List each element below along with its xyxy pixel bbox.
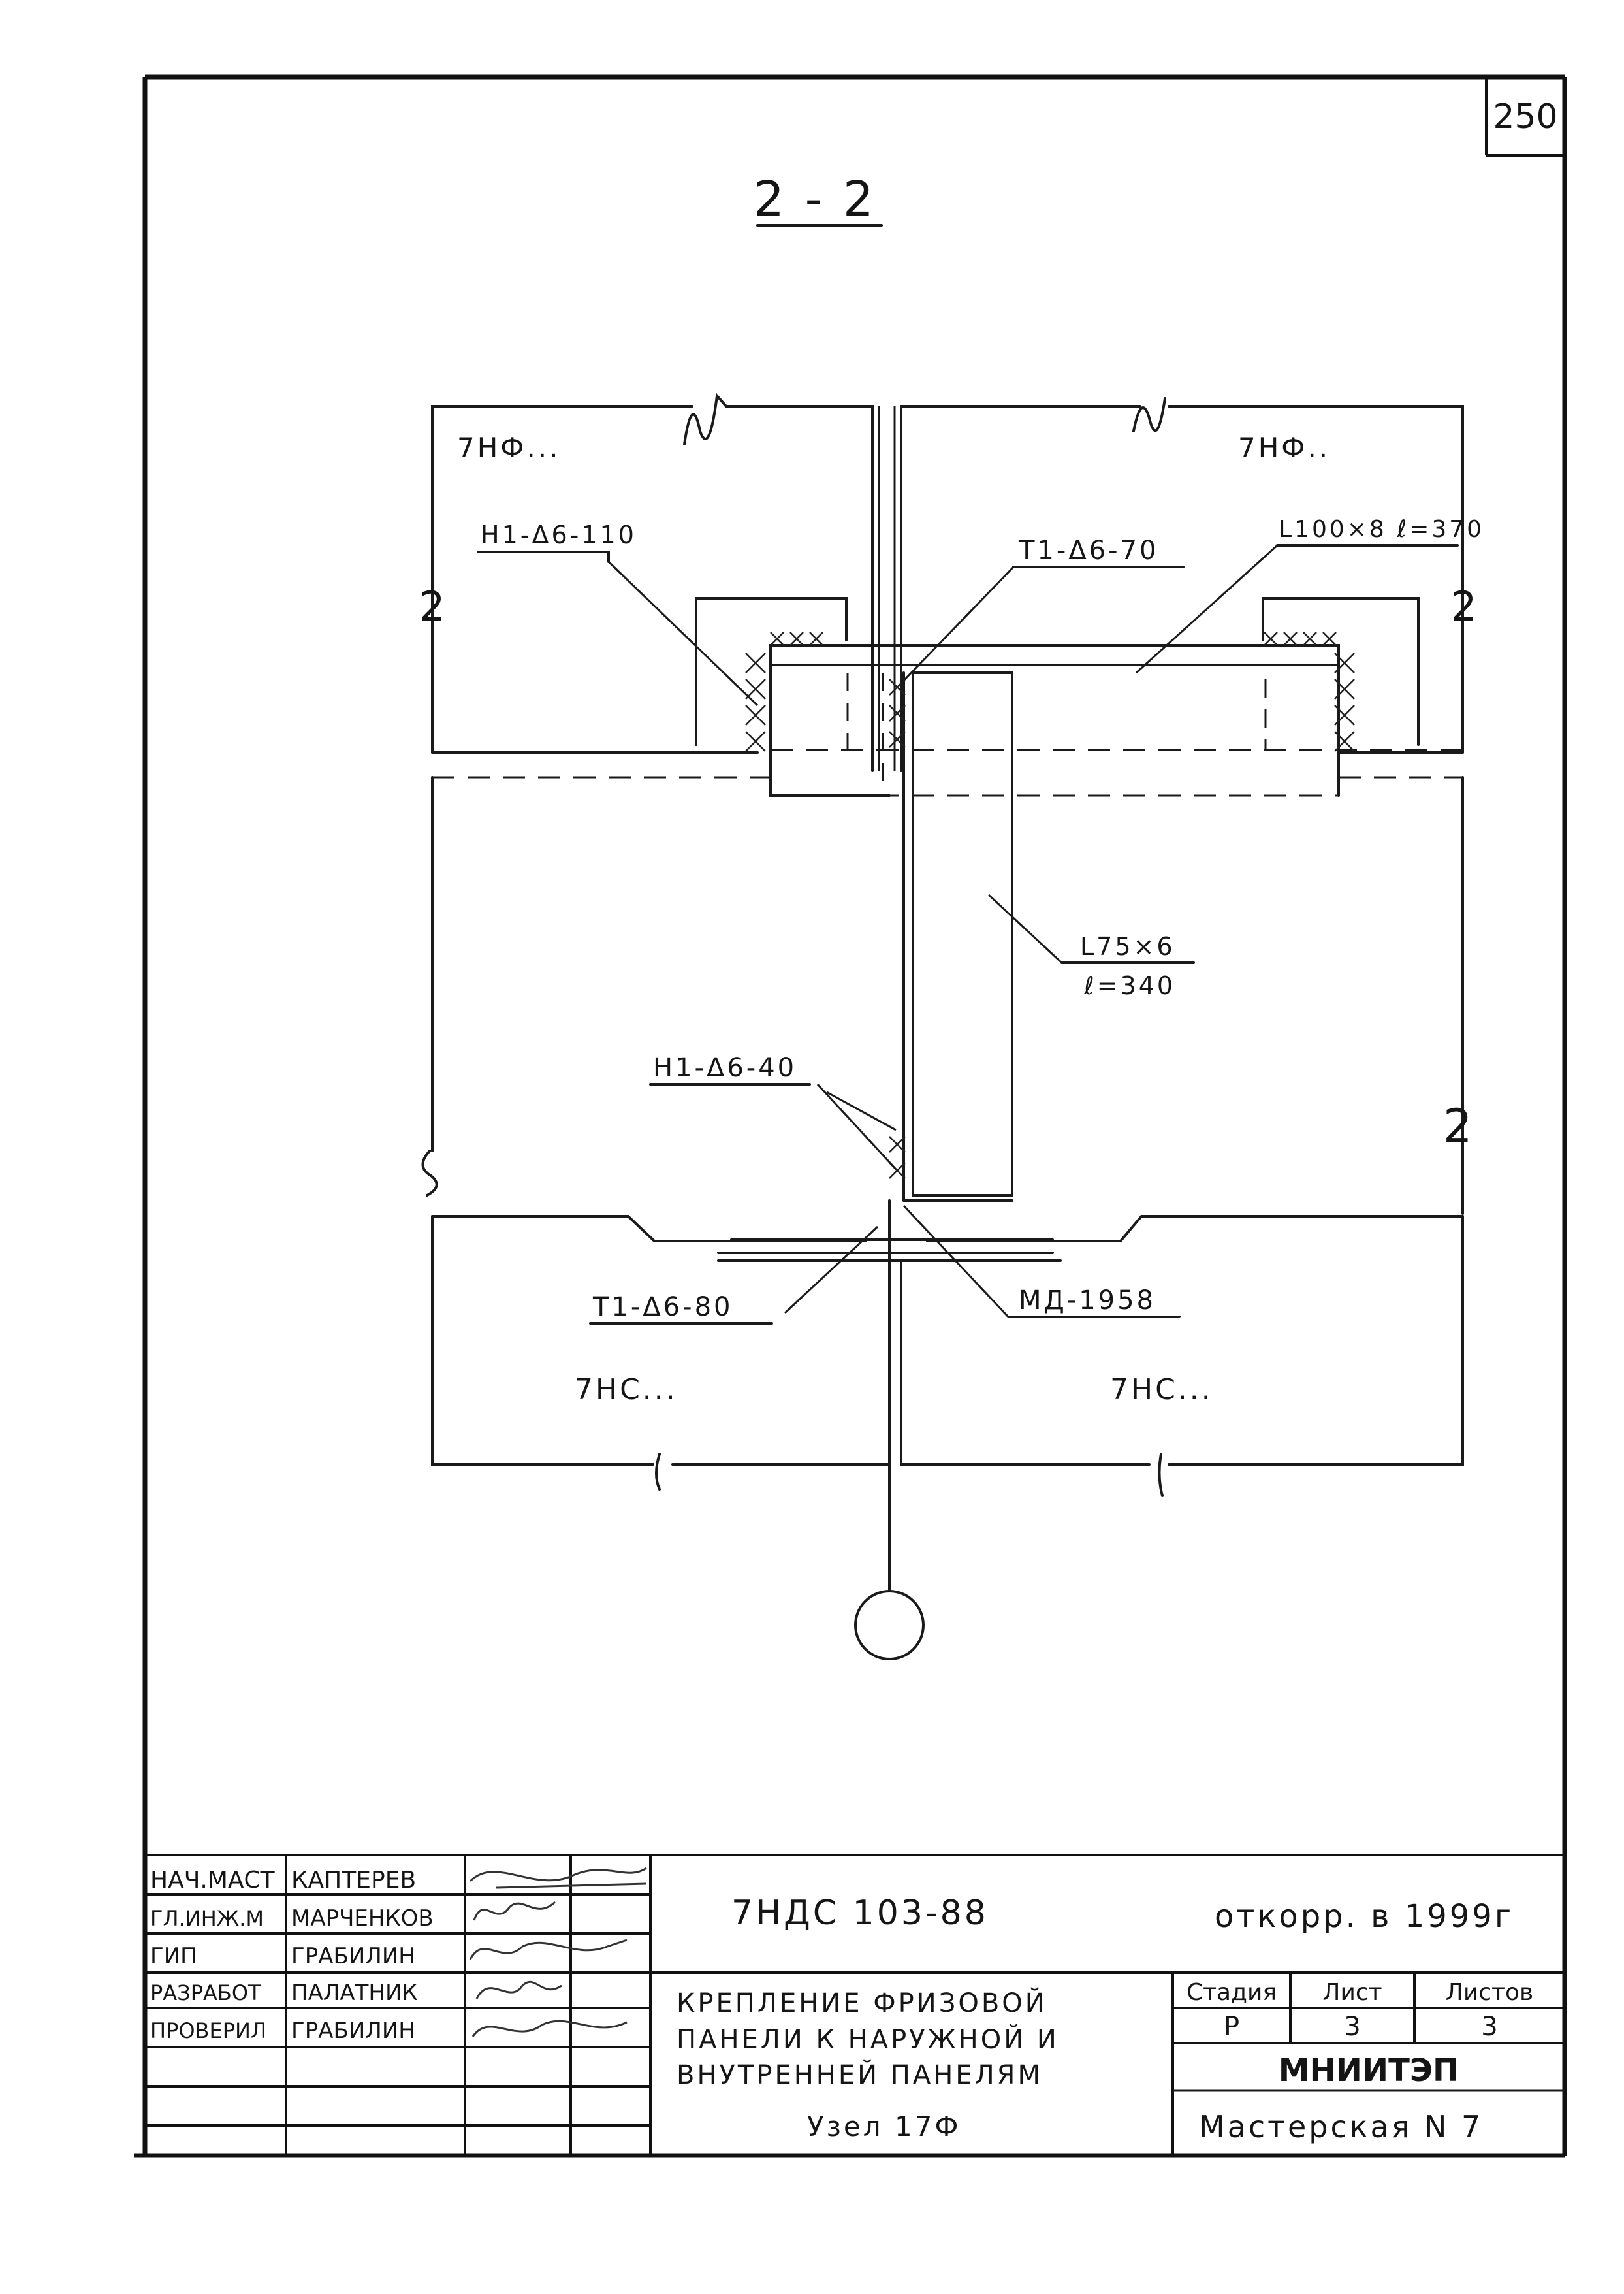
recess-blocks bbox=[695, 597, 1420, 746]
correction-note: откорр. в 1999г bbox=[1215, 1898, 1514, 1935]
label-weld-mid: Н1-Δ6-40 bbox=[653, 1053, 797, 1083]
drawing-title-line-1: КРЕПЛЕНИЕ ФРИЗОВОЙ bbox=[677, 1987, 1047, 2018]
sheet-header: Лист bbox=[1322, 1979, 1382, 2006]
title-block-roles: НАЧ.МАСТ ГЛ.ИНЖ.М ГИП РАЗРАБОТ ПРОВЕРИЛ bbox=[150, 1867, 276, 2043]
signature-2 bbox=[473, 1901, 556, 1921]
label-weld-bottom: Т1-Δ6-80 bbox=[592, 1292, 733, 1322]
drawing-title-line-2: ПАНЕЛИ К НАРУЖНОЙ И bbox=[677, 2024, 1059, 2055]
sheets-value: 3 bbox=[1481, 2012, 1497, 2042]
label-weld-top-left: Н1-Δ6-110 bbox=[481, 521, 637, 549]
sheet-value: 3 bbox=[1344, 2012, 1360, 2042]
lower-panels bbox=[421, 776, 1464, 1660]
role-3: ГИП bbox=[150, 1943, 197, 1969]
weld-hatching bbox=[745, 632, 1355, 1179]
cut-mark-mid-right: 2 bbox=[1443, 1099, 1475, 1153]
steel-angle-vertical bbox=[882, 671, 1013, 1202]
label-panel-bottom-left: 7НС... bbox=[575, 1373, 678, 1406]
node-label: Узел 17Ф bbox=[807, 2110, 961, 2142]
label-panel-top-left: 7НФ... bbox=[457, 432, 561, 464]
name-3: ГРАБИЛИН bbox=[291, 1943, 415, 1969]
role-4: РАЗРАБОТ bbox=[150, 1980, 261, 2005]
workshop: Мастерская N 7 bbox=[1199, 2109, 1483, 2144]
cut-mark-top-left: 2 bbox=[419, 583, 447, 630]
organization: МНИИТЭП bbox=[1279, 2052, 1459, 2089]
section-title-text: 2 - 2 bbox=[754, 171, 876, 227]
role-1: НАЧ.МАСТ bbox=[150, 1867, 276, 1894]
signature-5 bbox=[471, 2020, 628, 2037]
label-angle-vertical-a: L75×6 bbox=[1080, 932, 1175, 961]
sheets-header: Листов bbox=[1446, 1979, 1533, 2006]
title-block bbox=[145, 1854, 1565, 2156]
title-block-content: 7НДС 103-88 откорр. в 1999г КРЕПЛЕНИЕ ФР… bbox=[677, 1894, 1533, 2144]
label-panel-bottom-right: 7НС... bbox=[1110, 1373, 1213, 1406]
leader-lines bbox=[477, 544, 1459, 1325]
steel-angle-horizontal bbox=[432, 644, 1463, 797]
name-4: ПАЛАТНИК bbox=[291, 1980, 418, 2006]
name-2: МАРЧЕНКОВ bbox=[291, 1905, 434, 1931]
sheet-number-box: 250 bbox=[1485, 77, 1565, 157]
name-5: ГРАБИЛИН bbox=[291, 2018, 415, 2044]
role-5: ПРОВЕРИЛ bbox=[150, 2018, 266, 2043]
role-2: ГЛ.ИНЖ.М bbox=[150, 1906, 264, 1931]
title-block-names: КАПТЕРЕВ МАРЧЕНКОВ ГРАБИЛИН ПАЛАТНИК ГРА… bbox=[291, 1867, 434, 2044]
drawing-title-line-3: ВНУТРЕННЕЙ ПАНЕЛЯМ bbox=[677, 2059, 1043, 2090]
stage-value: Р bbox=[1224, 2012, 1239, 2042]
signature-1 bbox=[469, 1867, 647, 1889]
title-block-signatures bbox=[469, 1867, 647, 2037]
sheet-frame bbox=[134, 74, 1567, 2158]
drawing-labels: 7НФ... 7НФ.. Н1-Δ6-110 Т1-Δ6-70 L100×8 ℓ… bbox=[457, 432, 1484, 1406]
label-angle-top: L100×8 ℓ=370 bbox=[1279, 516, 1484, 543]
document-code: 7НДС 103-88 bbox=[731, 1894, 989, 1933]
label-angle-vertical-b: ℓ=340 bbox=[1083, 971, 1175, 1000]
upper-panels bbox=[431, 393, 1464, 772]
cut-mark-top-right: 2 bbox=[1451, 583, 1479, 630]
label-sealant: МД-1958 bbox=[1019, 1285, 1156, 1316]
cut-marks: 2 2 2 bbox=[419, 583, 1479, 1153]
stage-header: Стадия bbox=[1186, 1979, 1277, 2006]
signature-4 bbox=[475, 1980, 562, 1999]
name-1: КАПТЕРЕВ bbox=[291, 1867, 416, 1894]
label-weld-top-center: Т1-Δ6-70 bbox=[1018, 536, 1158, 566]
label-panel-top-right: 7НФ.. bbox=[1238, 432, 1330, 464]
signature-3 bbox=[469, 1939, 628, 1960]
sheet-number: 250 bbox=[1493, 97, 1557, 137]
section-title: 2 - 2 bbox=[754, 171, 883, 227]
